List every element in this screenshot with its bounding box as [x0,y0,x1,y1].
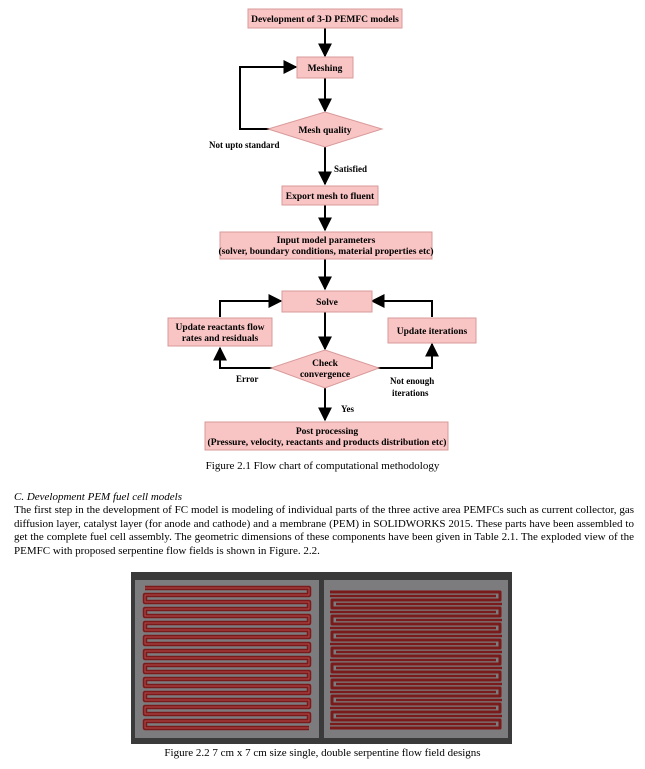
node-input-params-label-1: Input model parameters [277,236,376,246]
single-serpentine-channels [142,585,312,731]
connectors [213,28,439,422]
figure1-caption: Figure 2.1 Flow chart of computational m… [205,460,440,472]
node-post-processing-label-1: Post processing [296,427,359,437]
node-update-iterations-label: Update iterations [397,327,468,337]
node-input-params [219,231,433,260]
node-check-convergence-label-2: convergence [300,370,350,380]
edge-label-yes: Yes [341,404,354,414]
flowchart: Development of 3-D PEMFC models Meshing … [167,8,477,451]
node-check-convergence [269,349,381,389]
node-check-convergence-label-1: Check [312,359,339,369]
arrow-error [213,346,281,369]
edge-label-not-upto-standard: Not upto standard [209,140,280,150]
node-development [247,8,403,29]
node-export-mesh [281,185,379,206]
flow-field-figure [131,572,512,744]
node-meshing [296,56,354,79]
node-mesh-quality-label: Mesh quality [298,126,351,136]
node-export-mesh-label: Export mesh to fluent [286,192,375,202]
node-update-reactants-label-2: rates and residuals [182,334,259,344]
edge-label-not-enough-2: iterations [392,388,429,398]
node-update-reactants-label-1: Update reactants flow [175,323,264,333]
double-serpentine-panel [324,580,508,738]
double-serpentine-channels [330,590,502,730]
edge-label-error: Error [236,374,258,384]
arrow-not-enough-iterations [373,342,439,369]
node-post-processing [204,421,449,451]
node-meshing-label: Meshing [308,64,343,74]
edge-label-satisfied: Satisfied [334,164,367,174]
figure2-caption: Figure 2.2 7 cm x 7 cm size single, doub… [164,747,481,759]
node-input-params-label-2: (solver, boundary conditions, material p… [218,246,433,257]
arrow-update-iterations-to-solve [370,294,433,317]
node-mesh-quality [266,111,384,148]
section-paragraph: The first step in the development of FC … [14,504,634,557]
single-serpentine-panel [135,580,319,738]
arrow-update-reactants-to-solve [219,294,283,317]
node-solve [281,290,373,313]
edge-label-not-enough-1: Not enough [390,376,434,386]
node-development-label: Development of 3-D PEMFC models [251,15,399,25]
section-heading: C. Development PEM fuel cell models [14,491,183,503]
node-update-iterations [387,317,477,344]
node-solve-label: Solve [316,298,338,308]
arrow-not-upto-standard-loop [239,60,298,130]
node-post-processing-label-2: (Pressure, velocity, reactants and produ… [208,437,447,448]
node-update-reactants [167,317,273,347]
